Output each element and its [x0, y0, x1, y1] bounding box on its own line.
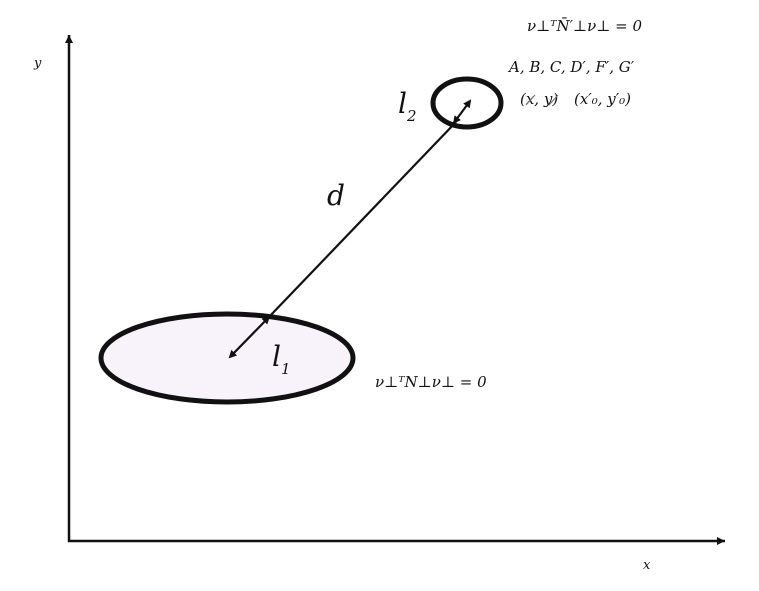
old-coordinates: (x, y): [520, 90, 558, 108]
large-ellipse-group: l1 ν⊥ᵀN⊥ν⊥ = 0: [98, 311, 487, 405]
ellipse2-equation: ν⊥ᵀN̄′⊥ν⊥ = 0: [527, 17, 642, 35]
distance-connection: d: [267, 121, 457, 319]
new-coordinates: (x′₀, y′₀): [574, 90, 631, 108]
l1-subscript: 1: [281, 360, 291, 378]
l2-base: l: [398, 87, 407, 120]
l2-axis-arrow: [452, 99, 472, 125]
x-axis-label: x: [643, 558, 651, 573]
l1-label: l1: [272, 340, 291, 378]
l1-base: l: [272, 340, 281, 373]
ellipse2-parameters: A, B, C, D′, F′, G′: [507, 58, 635, 76]
l1-axis-arrow: [228, 315, 271, 359]
distance-label: d: [327, 179, 345, 212]
l2-subscript: 2: [406, 107, 417, 125]
large-ellipse: [98, 311, 356, 405]
distance-line: [267, 121, 457, 319]
old-y-strike: [548, 94, 559, 106]
ellipse1-equation: ν⊥ᵀN⊥ν⊥ = 0: [375, 373, 487, 391]
coordinate-axes: y x: [33, 35, 725, 573]
y-axis-label: y: [33, 56, 42, 71]
small-ellipse-group: l2 ν⊥ᵀN̄′⊥ν⊥ = 0 A, B, C, D′, F′, G′ (x,…: [398, 17, 642, 130]
old-x-strike: [525, 94, 536, 106]
small-ellipse: [430, 76, 504, 130]
l2-label: l2: [398, 87, 417, 125]
